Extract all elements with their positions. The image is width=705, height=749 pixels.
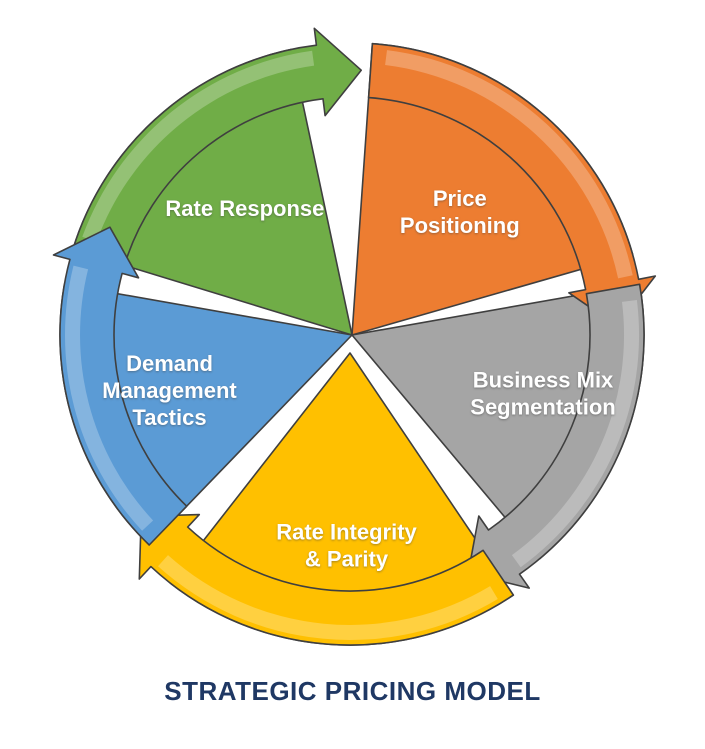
segment-label-rate-integrity-parity: Rate Integrity& Parity (276, 520, 417, 572)
segment-arrow-rate-response (72, 27, 362, 267)
segment-gloss-demand-management-tactics (64, 265, 154, 531)
segment-gloss-business-mix-segmentation (511, 300, 640, 568)
segment-gloss-rate-integrity-parity (158, 555, 498, 640)
diagram-title: STRATEGIC PRICING MODEL (164, 676, 541, 706)
segment-label-rate-response: Rate Response (165, 196, 324, 221)
segment-arrow-rate-integrity-parity (138, 513, 515, 646)
arrow-layer (52, 27, 657, 646)
segment-arrow-demand-management-tactics (52, 226, 188, 546)
segment-gloss-price-positioning (385, 50, 633, 279)
